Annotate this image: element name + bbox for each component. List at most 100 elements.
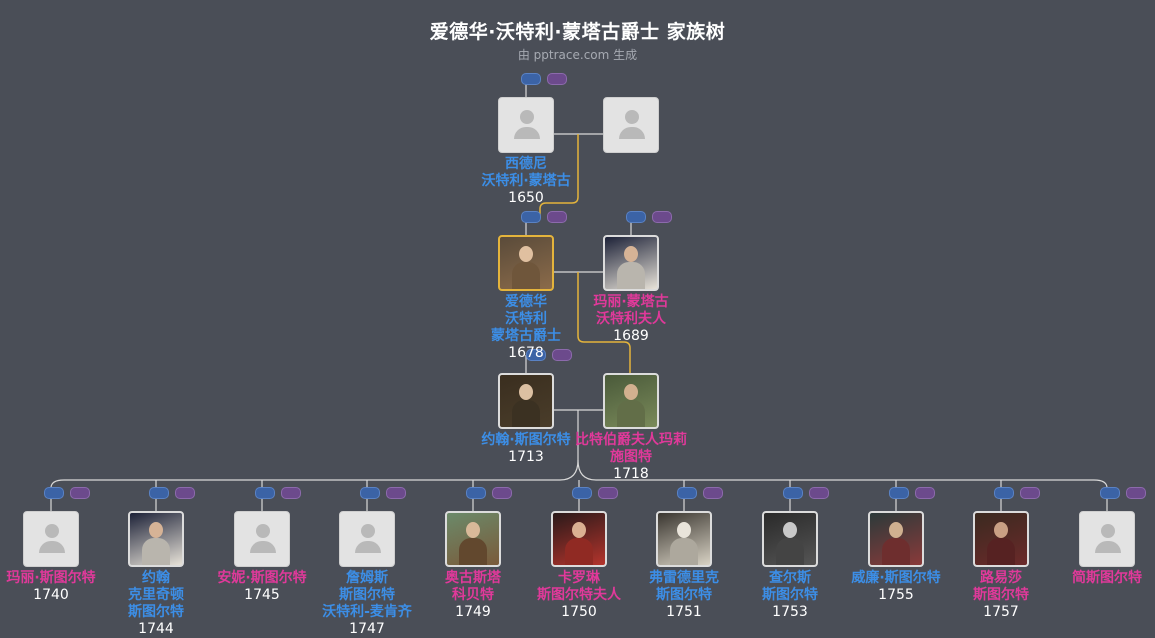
mother-toggle-icon[interactable]: [915, 487, 935, 499]
person-placeholder-icon[interactable]: [1079, 511, 1135, 567]
person-name-line: 蒙塔古爵士: [491, 328, 561, 344]
person-birth-year: 1749: [455, 604, 491, 620]
father-toggle-icon[interactable]: [255, 487, 275, 499]
mother-toggle-icon[interactable]: [547, 211, 567, 223]
expand-parents-badges[interactable]: [521, 211, 569, 223]
expand-parents-badges[interactable]: [466, 487, 514, 499]
mother-toggle-icon[interactable]: [703, 487, 723, 499]
portrait-image[interactable]: [551, 511, 607, 567]
father-toggle-icon[interactable]: [44, 487, 64, 499]
expand-parents-badges[interactable]: [1100, 487, 1148, 499]
father-toggle-icon[interactable]: [1100, 487, 1120, 499]
person-node-child-11[interactable]: 简斯图尔特: [1037, 511, 1155, 587]
person-name-line: 沃特利夫人: [596, 311, 666, 327]
person-name-line: 比特伯爵夫人玛莉: [575, 432, 687, 448]
father-toggle-icon[interactable]: [572, 487, 592, 499]
mother-toggle-icon[interactable]: [1020, 487, 1040, 499]
person-name: 弗雷德里克斯图尔特: [614, 570, 754, 604]
father-toggle-icon[interactable]: [521, 211, 541, 223]
person-placeholder-icon[interactable]: [339, 511, 395, 567]
person-placeholder-icon[interactable]: [234, 511, 290, 567]
mother-toggle-icon[interactable]: [386, 487, 406, 499]
connector-line: [50, 459, 579, 511]
person-name-line: 玛丽·斯图尔特: [6, 570, 96, 586]
person-placeholder-icon[interactable]: [603, 97, 659, 153]
expand-parents-badges[interactable]: [889, 487, 937, 499]
father-toggle-icon[interactable]: [149, 487, 169, 499]
father-toggle-icon[interactable]: [360, 487, 380, 499]
person-name: 约翰克里奇顿斯图尔特: [86, 570, 226, 621]
mother-toggle-icon[interactable]: [598, 487, 618, 499]
expand-parents-badges[interactable]: [677, 487, 725, 499]
portrait-image[interactable]: [498, 373, 554, 429]
portrait-image[interactable]: [498, 235, 554, 291]
mother-toggle-icon[interactable]: [652, 211, 672, 223]
expand-parents-badges[interactable]: [526, 349, 574, 361]
person-birth-year: 1689: [613, 328, 649, 344]
expand-parents-badges[interactable]: [44, 487, 92, 499]
person-birth-year: 1747: [349, 621, 385, 637]
portrait-image[interactable]: [656, 511, 712, 567]
person-name-line: 西德尼: [505, 156, 547, 172]
person-name-line: 卡罗琳: [558, 570, 600, 586]
mother-toggle-icon[interactable]: [547, 73, 567, 85]
expand-parents-badges[interactable]: [521, 73, 569, 85]
person-name-line: 简斯图尔特: [1072, 570, 1142, 586]
expand-parents-badges[interactable]: [626, 211, 674, 223]
father-toggle-icon[interactable]: [526, 349, 546, 361]
father-toggle-icon[interactable]: [466, 487, 486, 499]
person-placeholder-icon[interactable]: [23, 511, 79, 567]
expand-parents-badges[interactable]: [994, 487, 1042, 499]
mother-toggle-icon[interactable]: [70, 487, 90, 499]
expand-parents-badges[interactable]: [255, 487, 303, 499]
mother-toggle-icon[interactable]: [1126, 487, 1146, 499]
person-name-line: 弗雷德里克: [649, 570, 719, 586]
mother-toggle-icon[interactable]: [809, 487, 829, 499]
father-toggle-icon[interactable]: [521, 73, 541, 85]
person-birth-year: 1755: [878, 587, 914, 603]
mother-toggle-icon[interactable]: [492, 487, 512, 499]
portrait-image[interactable]: [868, 511, 924, 567]
person-birth-year: 1745: [244, 587, 280, 603]
father-toggle-icon[interactable]: [626, 211, 646, 223]
person-name: 爱德华沃特利蒙塔古爵士: [456, 294, 596, 345]
mother-toggle-icon[interactable]: [281, 487, 301, 499]
expand-parents-badges[interactable]: [360, 487, 408, 499]
portrait-image[interactable]: [603, 373, 659, 429]
portrait-image[interactable]: [445, 511, 501, 567]
father-toggle-icon[interactable]: [677, 487, 697, 499]
person-node-sidney-spouse[interactable]: [561, 97, 701, 153]
person-placeholder-icon[interactable]: [498, 97, 554, 153]
person-name-line: 沃特利·蒙塔古: [481, 173, 571, 189]
portrait-image[interactable]: [973, 511, 1029, 567]
father-toggle-icon[interactable]: [783, 487, 803, 499]
father-toggle-icon[interactable]: [994, 487, 1014, 499]
portrait-image[interactable]: [762, 511, 818, 567]
portrait-image[interactable]: [603, 235, 659, 291]
expand-parents-badges[interactable]: [572, 487, 620, 499]
person-birth-year: 1750: [561, 604, 597, 620]
mother-toggle-icon[interactable]: [175, 487, 195, 499]
mother-toggle-icon[interactable]: [552, 349, 572, 361]
person-name-line: 约翰·斯图尔特: [481, 432, 571, 448]
expand-parents-badges[interactable]: [149, 487, 197, 499]
portrait-image[interactable]: [128, 511, 184, 567]
father-toggle-icon[interactable]: [889, 487, 909, 499]
expand-parents-badges[interactable]: [783, 487, 831, 499]
